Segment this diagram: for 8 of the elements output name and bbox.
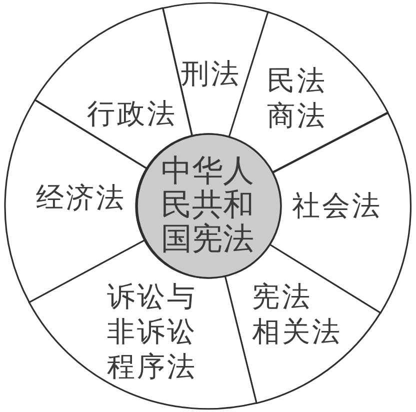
category-label: 宪法相关法 bbox=[252, 278, 343, 349]
category-label: 刑法 bbox=[180, 56, 242, 91]
category-label: 行政法 bbox=[86, 96, 178, 131]
category-label: 民法商法 bbox=[266, 62, 328, 133]
category-label: 社会法 bbox=[292, 188, 383, 223]
category-label: 诉讼与非诉讼程序法 bbox=[106, 278, 198, 384]
category-label: 经济法 bbox=[36, 180, 127, 215]
center-label: 中华人民共和国宪法 bbox=[161, 154, 255, 256]
